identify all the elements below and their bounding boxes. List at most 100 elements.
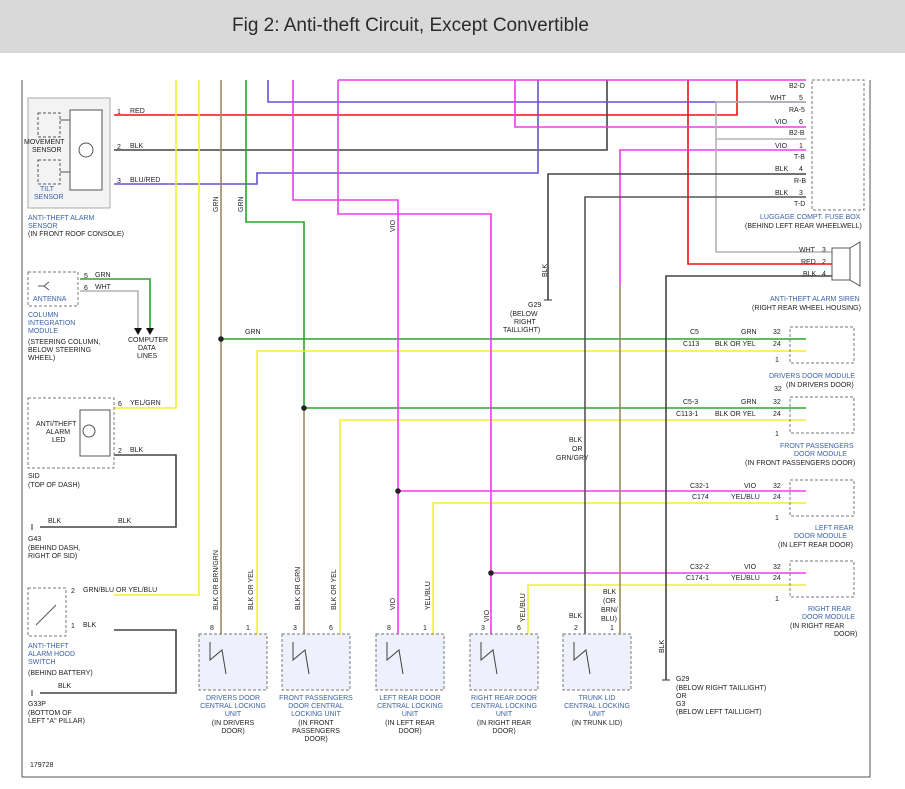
label-line: DOOR MODULE <box>802 614 855 621</box>
wire-label: BLK OR YEL <box>715 411 756 418</box>
wire-grn-front <box>245 80 806 409</box>
wire-label: GRN <box>741 399 757 406</box>
label-line: CENTRAL LOCKING <box>200 703 266 710</box>
wire-label: 24 <box>773 575 781 582</box>
label-line: CENTRAL LOCKING <box>564 703 630 710</box>
vertical-wire-label: BLK OR BRN/GRN <box>213 550 220 610</box>
wire-label: 8 <box>387 625 391 632</box>
figure-id: 179728 <box>30 762 53 769</box>
wire-label: 24 <box>773 341 781 348</box>
label-line: INTEGRATION <box>28 320 75 327</box>
wire-label: 2 <box>118 448 122 455</box>
sensor-module-box <box>69 109 103 191</box>
label-line: LINES <box>137 353 158 360</box>
vertical-wire-label: YEL/BLU <box>520 593 527 622</box>
vertical-wire-label: BLK <box>542 263 549 277</box>
wire-label: R-B <box>794 178 806 185</box>
label-line: (BELOW RIGHT TAILLIGHT) <box>676 685 766 692</box>
lock-switch-icon <box>292 642 310 675</box>
wire-label: YEL/BLU <box>731 575 760 582</box>
vertical-wire-label: VIO <box>390 219 397 232</box>
wire-label: C174-1 <box>686 575 709 582</box>
lock-lr <box>375 633 445 691</box>
wire-yel-rr <box>527 584 806 634</box>
wire-label: C174 <box>692 494 709 501</box>
label-line: RIGHT <box>514 319 537 326</box>
label-line: (IN FRONT <box>298 720 334 727</box>
siren-horn <box>849 241 861 287</box>
vertical-wire-label: GRN <box>213 196 220 212</box>
label-line: CENTRAL LOCKING <box>377 703 443 710</box>
led-icon <box>82 424 96 438</box>
label-line: G3 <box>676 701 685 708</box>
lock-driver <box>198 633 268 691</box>
label-line: SENSOR <box>34 194 64 201</box>
wire-label: 8 <box>210 625 214 632</box>
label-line: DOOR MODULE <box>794 533 847 540</box>
vertical-wire-label: YEL/BLU <box>425 581 432 610</box>
wire-label: BLK <box>775 166 789 173</box>
siren-label: ANTI-THEFT ALARM SIREN <box>770 296 860 303</box>
wire-label: 5 <box>84 273 88 280</box>
splice-dot <box>301 405 307 411</box>
drivers-door-module-label: DRIVERS DOOR MODULE <box>769 373 855 380</box>
wire-label: BLK <box>130 447 144 454</box>
label-line: (BELOW <box>510 311 538 318</box>
wire-label: BLU/RED <box>130 177 160 184</box>
wire-label: RED <box>801 259 816 266</box>
lock-rr <box>469 633 539 691</box>
wire-label: 6 <box>118 401 122 408</box>
wire-label: 1 <box>246 625 250 632</box>
label-line: DOOR) <box>492 728 515 735</box>
wire-blk-fuse-3 <box>584 196 806 285</box>
wire-label: 6 <box>84 285 88 292</box>
label-line: ANTI-THEFT <box>28 643 70 650</box>
antenna-icon <box>38 281 50 291</box>
hood-box <box>27 587 67 637</box>
label-line: RIGHT REAR <box>808 606 851 613</box>
label-line: LEFT "A" PILLAR) <box>28 718 85 725</box>
siren-body <box>831 247 851 281</box>
wire-label: 3 <box>117 178 121 185</box>
wires <box>40 79 832 694</box>
label-line: (BEHIND DASH, <box>28 545 80 552</box>
lock-trunk-location: (IN TRUNK LID) <box>572 720 622 727</box>
lock-switch-icon <box>386 642 404 675</box>
label-line: (IN RIGHT REAR <box>790 623 844 630</box>
g33p-label: G33P <box>28 701 46 708</box>
right-rear-module <box>789 560 855 598</box>
wire-label: C113-1 <box>676 411 699 418</box>
vertical-wire-label: BLK <box>659 639 666 653</box>
wire-label: BLK <box>569 613 583 620</box>
wire-label: 6 <box>517 625 521 632</box>
wire-label: 1 <box>775 357 779 364</box>
vertical-wire-label: VIO <box>484 609 491 622</box>
label-line: DOOR) <box>834 631 857 638</box>
label-line: FRONT PASSENGERS <box>279 695 353 702</box>
vertical-wire-label: BLK OR YEL <box>331 569 338 610</box>
lock-switch-icon <box>573 642 591 675</box>
diagram-frame <box>21 80 871 778</box>
wire-label: 24 <box>773 494 781 501</box>
figure-title: Fig 2: Anti-theft Circuit, Except Conver… <box>232 15 589 36</box>
label-line: MOVEMENT <box>24 139 65 146</box>
g29-mid-label: G29 <box>528 302 541 309</box>
wire-label: VIO <box>744 483 757 490</box>
vertical-wire-label: GRN <box>238 196 245 212</box>
arrow-down-icon <box>146 328 154 335</box>
label-line: DOOR) <box>221 728 244 735</box>
sid-box <box>27 397 115 469</box>
lock-switch-icon <box>209 642 227 675</box>
